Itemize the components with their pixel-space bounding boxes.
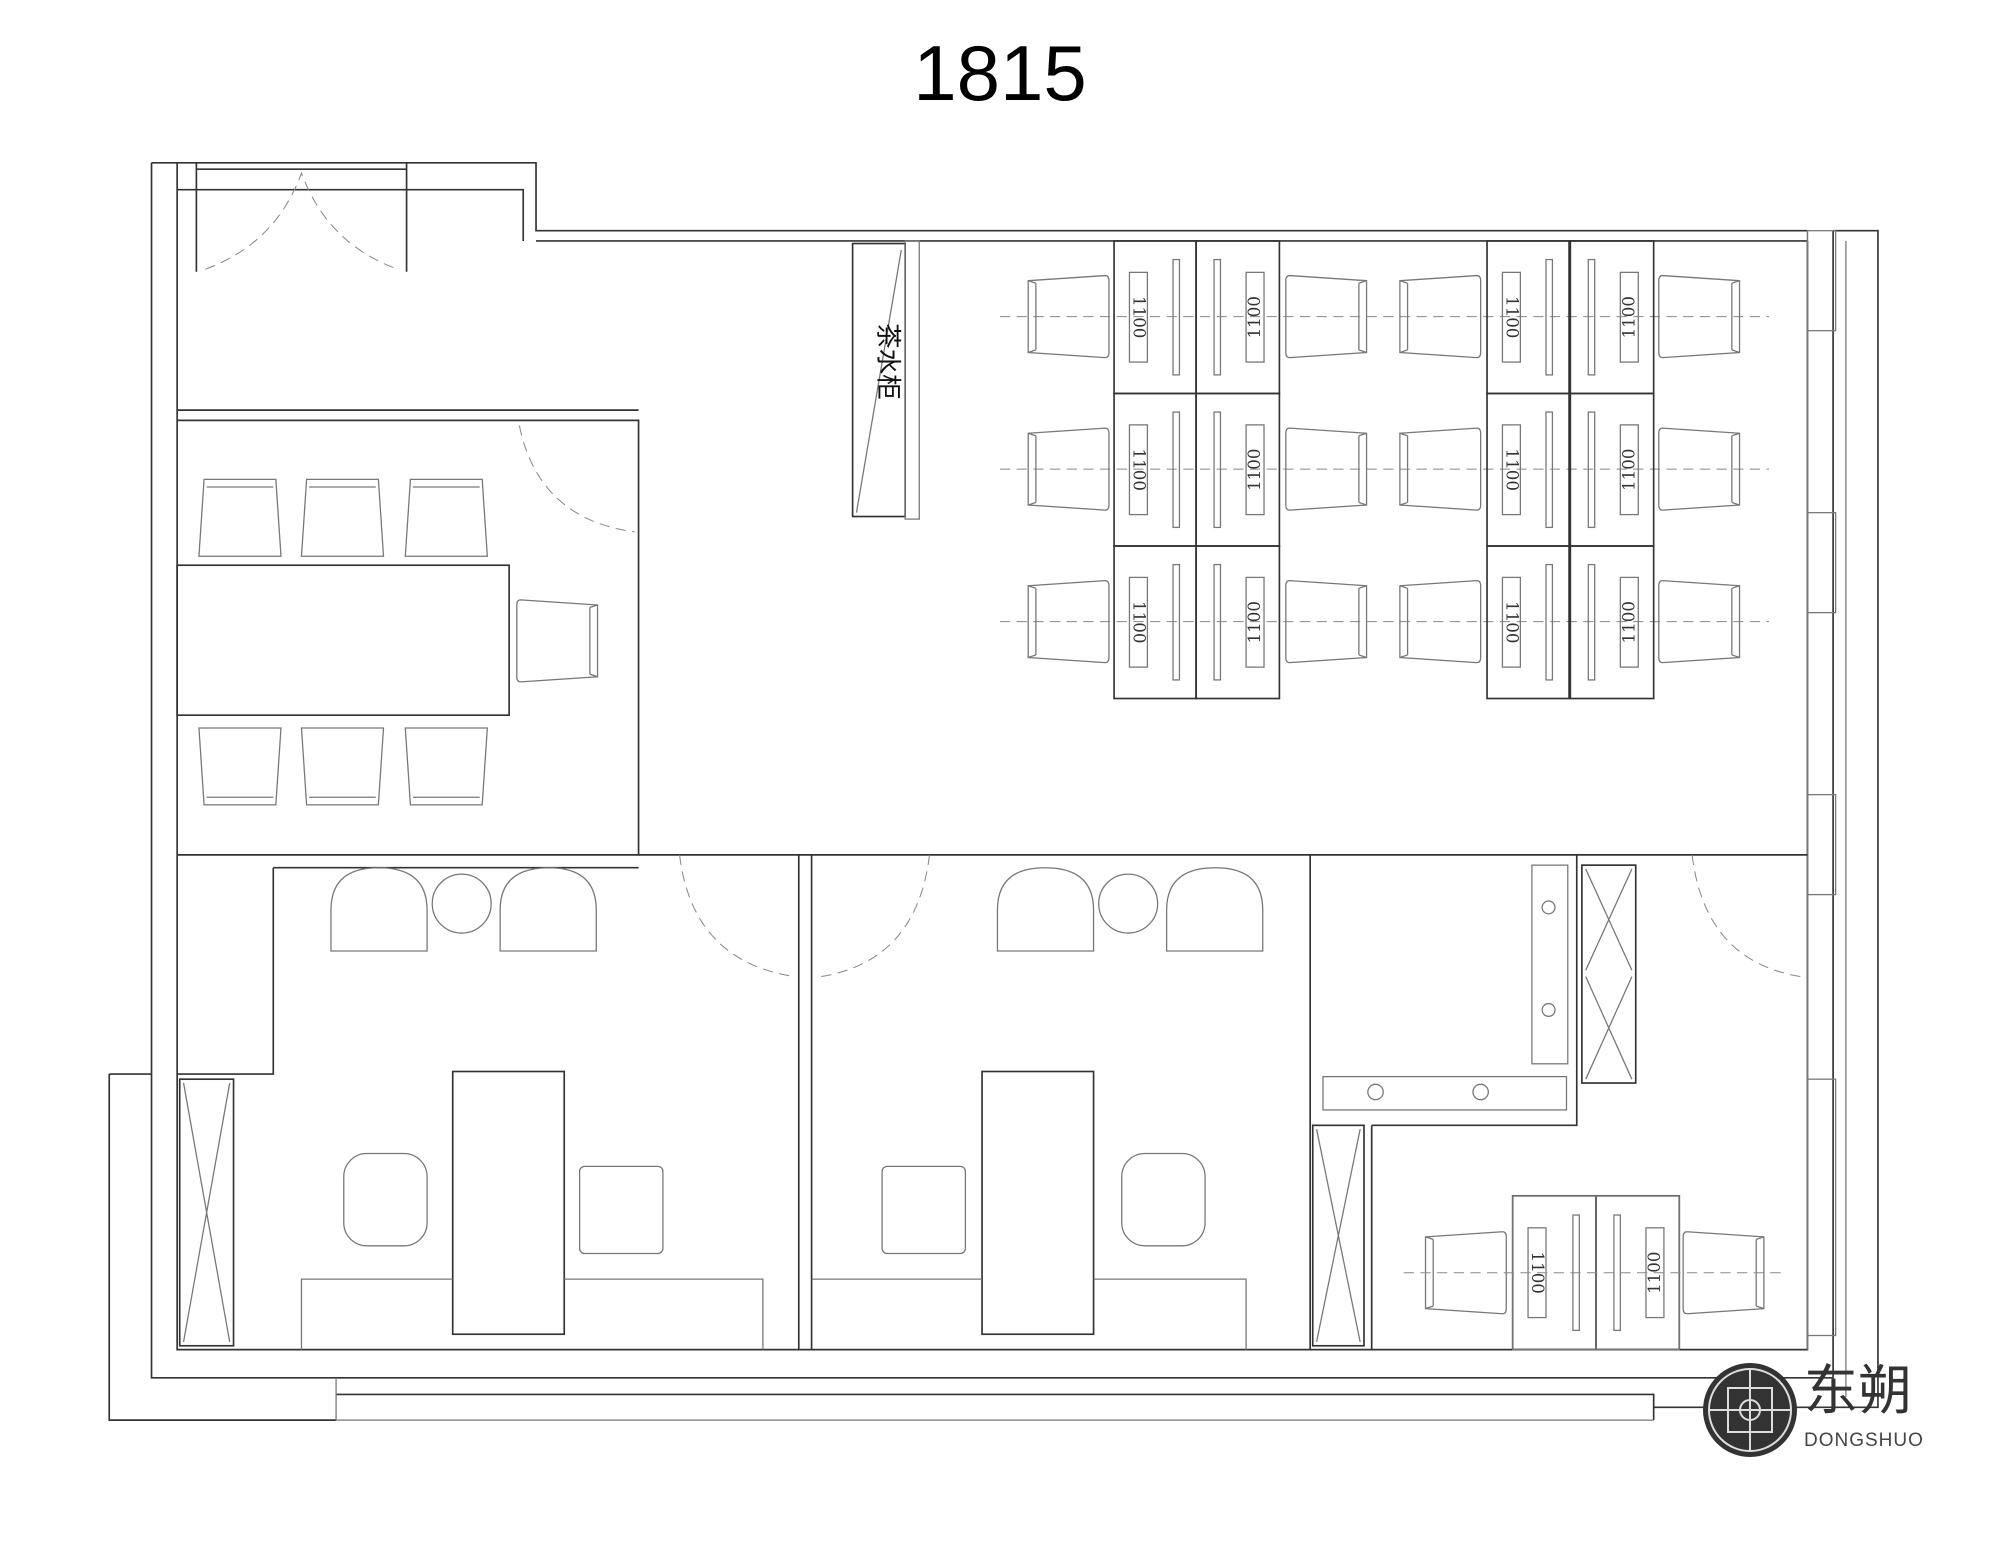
walls [108, 161, 1879, 1421]
desk-size-label: 1100 [1502, 601, 1521, 643]
workstation-desk: 1100 [1195, 545, 1281, 700]
desk-size-label: 1100 [1129, 601, 1148, 643]
logo-name-cn: 东朔 [1804, 1359, 1912, 1422]
workstation-desk: 1100 [1569, 545, 1655, 700]
workstation-desk: 1100 [1113, 240, 1197, 395]
chair [1027, 274, 1110, 359]
tea-cabinet[interactable]: 茶水柜 [851, 240, 920, 520]
meeting-chair [404, 727, 489, 806]
chair [1658, 274, 1741, 359]
meeting-table [176, 564, 510, 717]
desk-size-label: 1100 [1245, 449, 1264, 491]
desk-size-label: 1100 [1502, 296, 1521, 338]
chair [1027, 427, 1110, 511]
plan-title: 1815 [913, 29, 1087, 117]
meeting-chair [300, 478, 385, 557]
chair [516, 599, 599, 683]
logo-text: 东朔 DONGSHUO [1804, 1362, 1924, 1452]
workstation-desk: 1100 [1569, 392, 1655, 547]
workstation-desk: 1100 [1195, 392, 1281, 547]
workstation-desk: 1100 [1113, 392, 1197, 547]
chair [1285, 427, 1368, 511]
chair [1399, 579, 1482, 664]
chair [1658, 427, 1741, 511]
workstation-desk: 1100 [1486, 240, 1570, 395]
meeting-chair [198, 478, 282, 557]
meeting-chair [300, 727, 385, 806]
office-desk-left [451, 1070, 566, 1336]
offices [177, 854, 1808, 1351]
workstation-desk: 1100 [1195, 240, 1281, 395]
chair [1027, 579, 1110, 664]
desk-size-label: 1100 [1619, 449, 1638, 491]
open-office: 1100 1100 1100 1100 1100 1100 1100 1100 1100 1100… [198, 240, 1770, 1351]
workstation-desk: 1100 [1113, 545, 1197, 700]
desk-size-label: 1100 [1245, 296, 1264, 338]
chair [1424, 1231, 1507, 1315]
chair [1285, 579, 1368, 664]
chair [1399, 427, 1482, 511]
meeting-chair [198, 727, 282, 806]
meeting-room [176, 409, 640, 856]
wardrobe-left [178, 1078, 235, 1347]
chair [1658, 579, 1741, 664]
logo-mark-icon [1703, 1363, 1797, 1457]
desk-size-label: 1100 [1129, 296, 1148, 338]
desk-size-label: 1100 [1502, 449, 1521, 491]
tea-cabinet-label: 茶水柜 [874, 323, 903, 400]
logo-name-en: DONGSHUO [1804, 1430, 1924, 1451]
wardrobe-right [1311, 1124, 1365, 1347]
chair [1399, 274, 1482, 359]
workstation-desk: 1100 [1569, 240, 1655, 395]
meeting-chair [404, 478, 489, 557]
desk-size-label: 1100 [1245, 601, 1264, 643]
desk-size-label: 1100 [1619, 601, 1638, 643]
desk-size-label: 1100 [1129, 449, 1148, 491]
workstation-desk: 1100 [1486, 392, 1570, 547]
office-desk-middle [981, 1070, 1095, 1336]
chair [1285, 274, 1368, 359]
workstation-desk: 1100 [1486, 545, 1570, 700]
desk-size-label: 1100 [1619, 296, 1638, 338]
